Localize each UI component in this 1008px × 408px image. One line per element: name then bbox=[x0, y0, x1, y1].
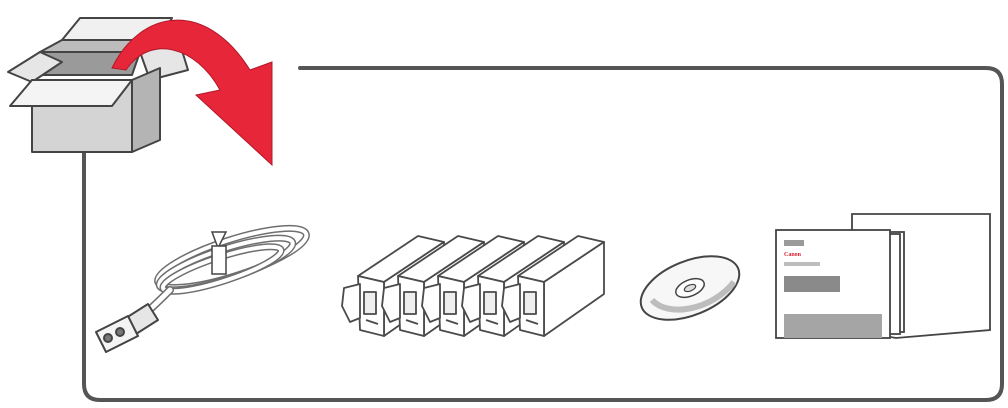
power-plug-icon bbox=[95, 303, 159, 353]
curved-arrow-icon bbox=[111, 19, 273, 167]
ink-cartridge bbox=[501, 235, 605, 337]
power-cord-icon bbox=[136, 224, 310, 322]
contents-frame bbox=[82, 66, 1004, 402]
manual-documents-icon bbox=[775, 213, 991, 339]
ink-cartridge-group bbox=[341, 235, 605, 337]
manual-brand-text: Canon bbox=[784, 252, 802, 258]
cd-rom-icon bbox=[639, 255, 741, 321]
